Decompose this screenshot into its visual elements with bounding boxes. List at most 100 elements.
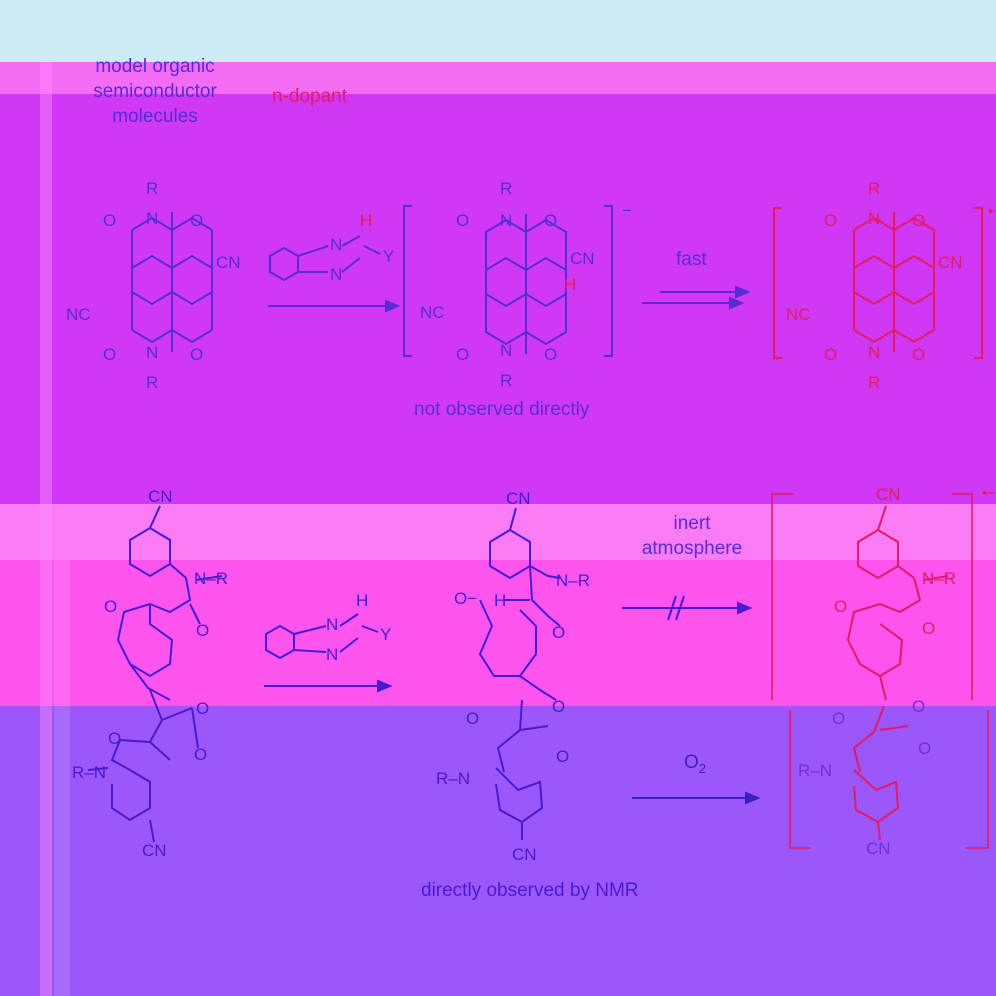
condition-inert-atmosphere: inert atmosphere bbox=[641, 513, 743, 559]
atom-nc: NC bbox=[66, 305, 91, 324]
charge-radical-anion: •− bbox=[988, 203, 996, 220]
intermediate-bracket-1 bbox=[403, 205, 613, 357]
atom-y: Y bbox=[380, 625, 391, 644]
atom-o: O bbox=[824, 345, 837, 364]
product-2-atoms: CN N–R O O O O O R–N CN bbox=[798, 485, 956, 858]
atom-o: O bbox=[194, 745, 207, 764]
dopant-label: n-dopant bbox=[272, 86, 348, 107]
atom-o: O bbox=[834, 597, 847, 616]
atom-cn: CN bbox=[142, 841, 167, 860]
condition-o2: O2 bbox=[684, 752, 706, 776]
atom-o: O bbox=[922, 619, 935, 638]
atom-cn: CN bbox=[570, 249, 595, 268]
intermediate-1-atoms: R N O O CN NC O O N R H bbox=[420, 179, 595, 390]
atom-o: O bbox=[103, 211, 116, 230]
intermediate-1 bbox=[485, 214, 567, 354]
atom-n: N bbox=[500, 341, 512, 360]
ndi-starting-material bbox=[131, 212, 213, 352]
atom-cn: CN bbox=[216, 253, 241, 272]
reaction-arrow-fast bbox=[642, 285, 751, 310]
atom-o: O bbox=[552, 623, 565, 642]
atom-h: H bbox=[564, 275, 576, 294]
atom-o: O bbox=[556, 747, 569, 766]
background-stripe-inner bbox=[54, 560, 70, 996]
background-band-5 bbox=[0, 706, 996, 996]
atom-cn: CN bbox=[506, 489, 531, 508]
blocked-arrow-inert bbox=[622, 595, 753, 621]
atom-o: O bbox=[918, 739, 931, 758]
atom-n: N bbox=[326, 615, 338, 634]
starting-material-2 bbox=[87, 505, 223, 843]
atom-r-n: R–N bbox=[798, 761, 832, 780]
background-stripe bbox=[40, 62, 52, 996]
o2-text: O2 bbox=[684, 752, 707, 776]
atom-o: O bbox=[824, 211, 837, 230]
dopant-molecule-2 bbox=[265, 613, 379, 660]
atom-r-n: R–N bbox=[436, 769, 470, 788]
atom-y: Y bbox=[383, 247, 394, 266]
background-band-3 bbox=[0, 504, 996, 560]
atom-o: O bbox=[108, 729, 121, 748]
intermediate-2-atoms: CN N–R O− H O O O O R–N CN bbox=[436, 489, 590, 864]
atom-cn: CN bbox=[876, 485, 901, 504]
atom-n-r: N–R bbox=[556, 571, 590, 590]
atom-o: O bbox=[544, 345, 557, 364]
atom-n: N bbox=[146, 209, 158, 228]
atom-o: O bbox=[832, 709, 845, 728]
ndi-atoms: R N O O CN NC O O N R bbox=[66, 179, 241, 392]
atom-o: O bbox=[196, 699, 209, 718]
product-radical-anion-1 bbox=[853, 212, 935, 352]
reaction-arrow-2 bbox=[264, 679, 393, 693]
product-bracket-2 bbox=[771, 493, 989, 849]
atom-h: H bbox=[360, 211, 372, 230]
figure-caption: model organic semiconductor molecules bbox=[93, 56, 217, 127]
product-radical-anion-2 bbox=[846, 505, 949, 841]
atom-n-r: N–R bbox=[922, 569, 956, 588]
atom-cn: CN bbox=[938, 253, 963, 272]
product-1-atoms: R N O O CN NC O O N R bbox=[786, 179, 963, 392]
atom-h: H bbox=[356, 591, 368, 610]
atom-o: O bbox=[190, 345, 203, 364]
atom-r: R bbox=[500, 371, 512, 390]
background-band-2 bbox=[0, 94, 996, 504]
atom-n-r: N–R bbox=[194, 569, 228, 588]
dopant-molecule-1 bbox=[269, 235, 381, 282]
atom-o: O bbox=[456, 211, 469, 230]
atom-r: R bbox=[868, 373, 880, 392]
intermediate-2 bbox=[478, 507, 561, 840]
atom-o: O bbox=[104, 597, 117, 616]
atom-n: N bbox=[146, 343, 158, 362]
background-band-top bbox=[0, 0, 996, 62]
atom-r: R bbox=[146, 373, 158, 392]
dopant-atoms-1: N N H Y bbox=[330, 211, 394, 284]
atom-cn: CN bbox=[866, 839, 891, 858]
atom-r: R bbox=[500, 179, 512, 198]
atom-o: O bbox=[912, 211, 925, 230]
product-bracket-1 bbox=[773, 207, 983, 359]
atom-o: O bbox=[912, 697, 925, 716]
atom-n: N bbox=[500, 211, 512, 230]
atom-nc: NC bbox=[420, 303, 445, 322]
note-observed-nmr: directly observed by NMR bbox=[421, 880, 639, 901]
atom-o: O bbox=[456, 345, 469, 364]
atom-h: H bbox=[494, 591, 506, 610]
atom-r: R bbox=[868, 179, 880, 198]
atom-o: O bbox=[912, 345, 925, 364]
atom-cn: CN bbox=[148, 487, 173, 506]
starting-material-2-atoms: CN N–R O O O O O R–N CN bbox=[72, 487, 228, 860]
condition-fast: fast bbox=[676, 249, 707, 270]
atom-n: N bbox=[868, 343, 880, 362]
atom-r-n: R–N bbox=[72, 763, 106, 782]
background-band-4 bbox=[0, 560, 996, 706]
atom-n: N bbox=[330, 235, 342, 254]
atom-o: O bbox=[103, 345, 116, 364]
atom-n: N bbox=[868, 209, 880, 228]
atom-n: N bbox=[330, 265, 342, 284]
atom-cn: CN bbox=[512, 845, 537, 864]
atom-r: R bbox=[146, 179, 158, 198]
atom-o: O bbox=[552, 697, 565, 716]
atom-nc: NC bbox=[786, 305, 811, 324]
reaction-arrow-o2 bbox=[632, 791, 761, 805]
note-not-observed: not observed directly bbox=[414, 399, 590, 420]
